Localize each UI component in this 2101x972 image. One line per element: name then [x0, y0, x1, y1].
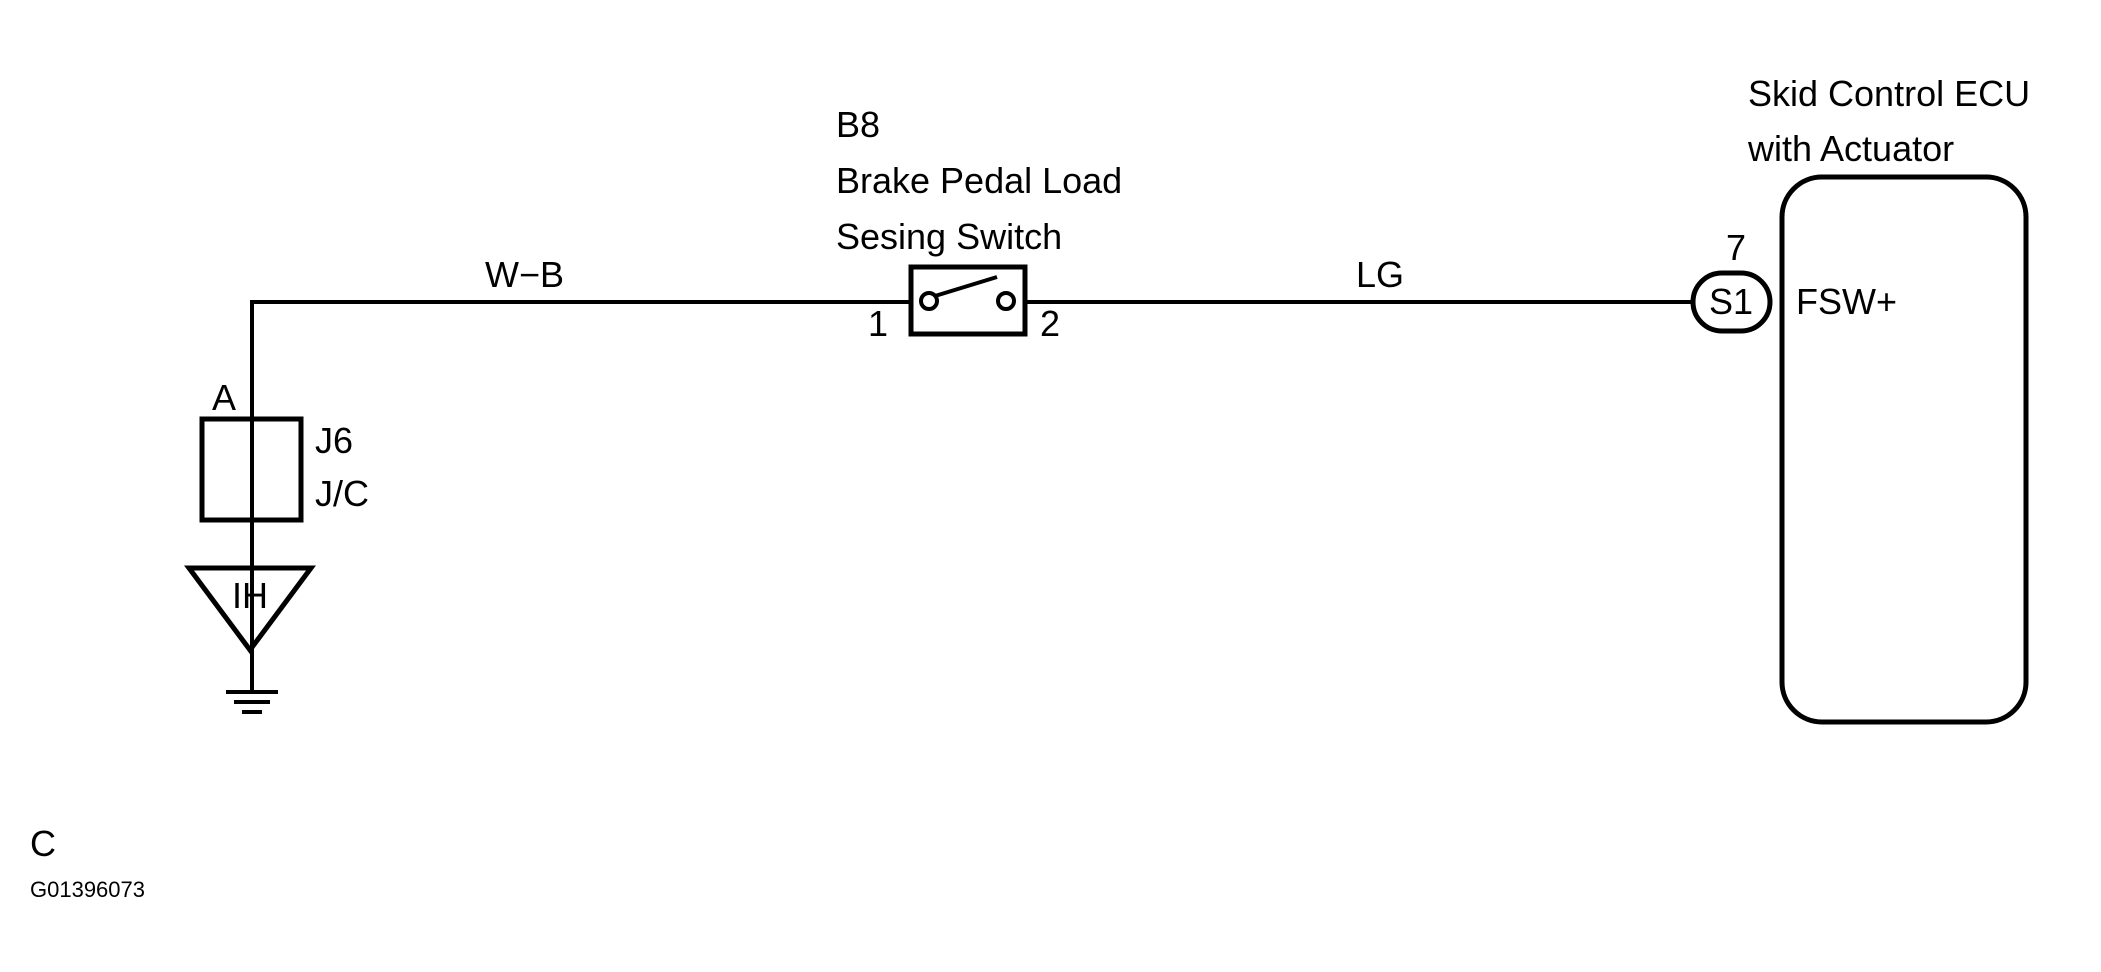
- switch-pin-left: 1: [868, 303, 888, 344]
- footer-letter: C: [30, 823, 56, 864]
- switch-name-line2: Sesing Switch: [836, 216, 1062, 257]
- ecu-connector-s1: [1690, 270, 1773, 334]
- wire-left-label: W−B: [485, 254, 564, 295]
- ground-symbol-icon: [226, 648, 278, 714]
- switch-connector-label: B8: [836, 104, 880, 145]
- ecu-terminal-label: FSW+: [1796, 281, 1897, 322]
- ecu-name-line2: with Actuator: [1747, 128, 1954, 169]
- ecu-pin-number: 7: [1726, 227, 1746, 268]
- figure-code: G01396073: [30, 877, 145, 902]
- ecu-connector-label: S1: [1709, 281, 1753, 322]
- ecu-name-line1: Skid Control ECU: [1748, 73, 2030, 114]
- wire-w-b: [250, 300, 913, 652]
- ground-point-ih-triangle: [184, 565, 316, 655]
- junction-connector-j6: [199, 416, 304, 523]
- junction-pin-label: A: [212, 377, 236, 418]
- wire-right-label: LG: [1356, 254, 1404, 295]
- ground-point-label: IH: [232, 575, 268, 616]
- junction-connector-label: J6: [315, 420, 353, 461]
- switch-pin-right: 2: [1040, 303, 1060, 344]
- ecu-box: [1779, 174, 2029, 725]
- brake-pedal-switch: [908, 264, 1028, 337]
- junction-type-label: J/C: [315, 473, 369, 514]
- switch-name-line1: Brake Pedal Load: [836, 160, 1122, 201]
